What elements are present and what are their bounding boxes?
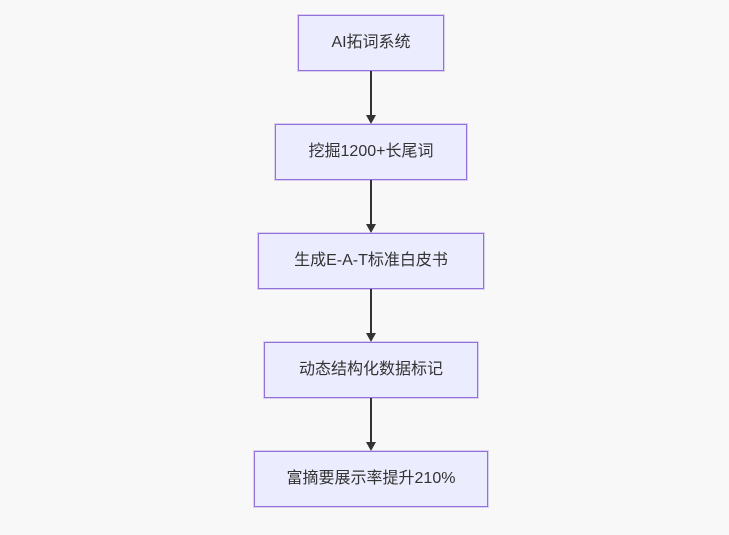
flow-node-ai-expansion: AI拓词系统	[298, 15, 444, 71]
arrow-line	[370, 180, 372, 225]
flow-node-label: 动态结构化数据标记	[298, 361, 443, 379]
flow-node-label: 挖掘1200+长尾词	[308, 143, 434, 161]
flow-arrow-4	[366, 398, 376, 451]
arrow-line	[370, 71, 372, 116]
flow-node-structured-data: 动态结构化数据标记	[264, 342, 478, 398]
arrow-head-icon	[366, 115, 376, 124]
arrow-head-icon	[366, 224, 376, 233]
flow-arrow-3	[366, 289, 376, 342]
arrow-head-icon	[366, 442, 376, 451]
flow-node-label: 富摘要展示率提升210%	[286, 470, 456, 488]
arrow-line	[370, 398, 372, 443]
flow-node-eat-whitepaper: 生成E-A-T标准白皮书	[258, 233, 484, 289]
arrow-line	[370, 289, 372, 334]
flow-arrow-1	[366, 71, 376, 124]
flow-node-longtail-mining: 挖掘1200+长尾词	[275, 124, 467, 180]
flow-arrow-2	[366, 180, 376, 233]
flow-node-rich-snippet-result: 富摘要展示率提升210%	[254, 451, 488, 507]
arrow-head-icon	[366, 333, 376, 342]
flow-node-label: AI拓词系统	[331, 34, 411, 52]
flow-node-label: 生成E-A-T标准白皮书	[294, 252, 448, 270]
flowchart: AI拓词系统 挖掘1200+长尾词 生成E-A-T标准白皮书 动态结构化数据标记	[254, 15, 488, 507]
